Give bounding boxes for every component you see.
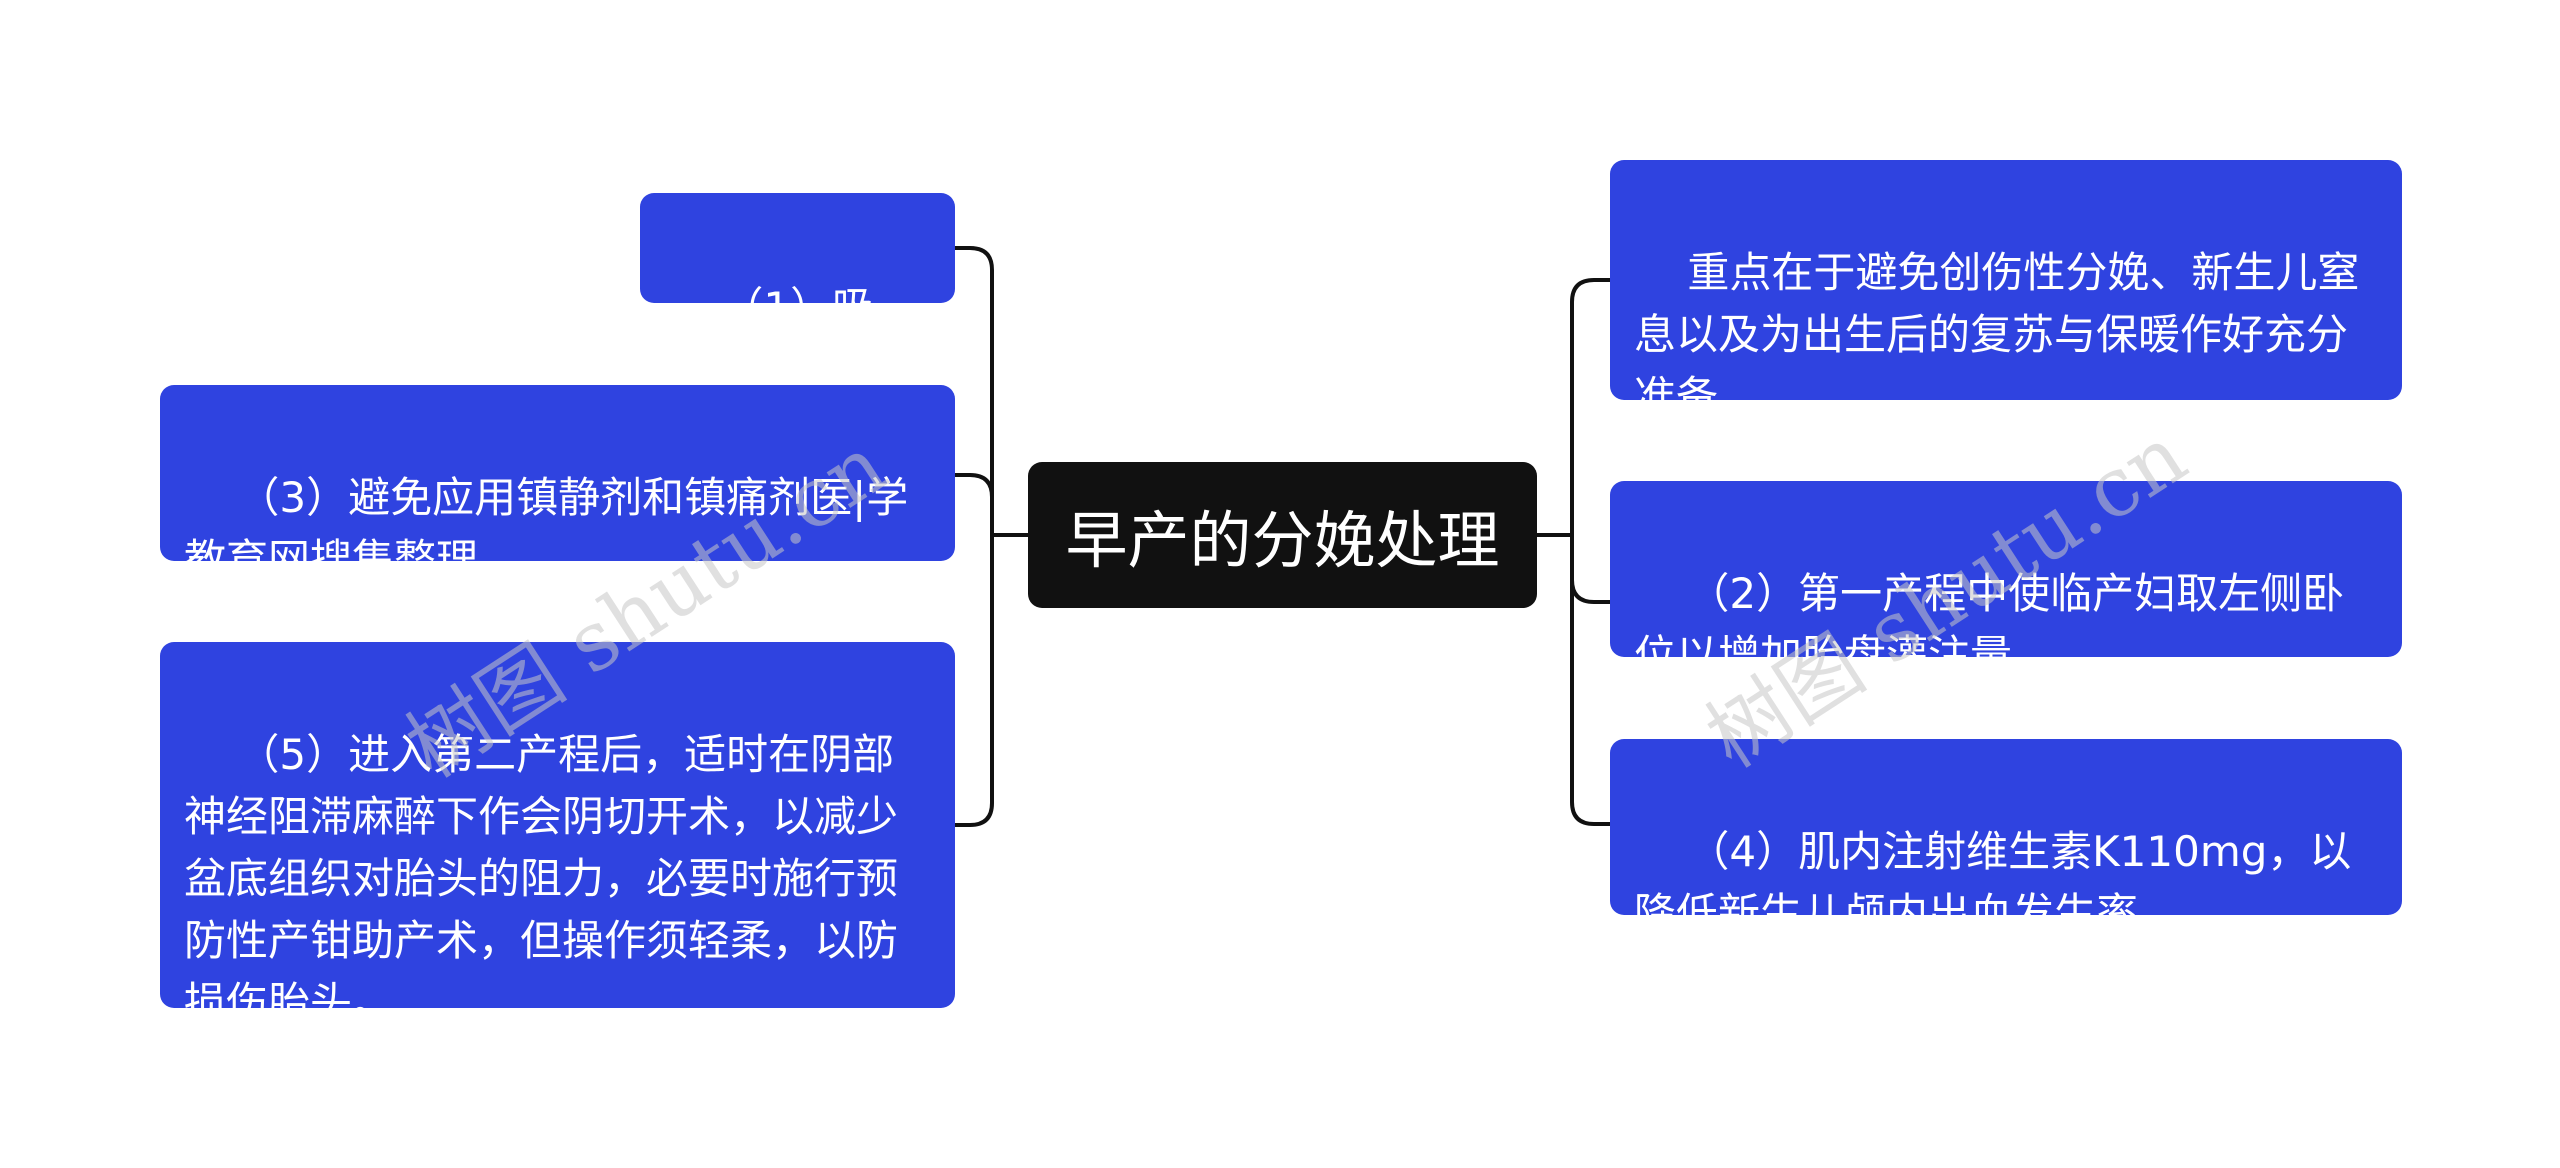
right-node-1-label: 重点在于避免创伤性分娩、新生儿窒息以及为出生后的复苏与保暖作好充分准备。 (1634, 248, 2360, 421)
connector-left-5 (953, 533, 994, 827)
left-node-1[interactable]: （1）吸氧。 (640, 193, 955, 394)
connector-right-4 (1570, 533, 1612, 826)
left-node-3[interactable]: （3）避免应用镇静剂和镇痛剂医|学教育网搜集整理。 (160, 385, 955, 584)
connector-right-1 (1570, 278, 1612, 537)
right-node-1[interactable]: 重点在于避免创伤性分娩、新生儿窒息以及为出生后的复苏与保暖作好充分准备。 (1610, 160, 2402, 421)
left-node-5-label: （5）进入第二产程后，适时在阴部神经阻滞麻醉下作会阴切开术，以减少盆底组织对胎头… (184, 730, 899, 1027)
left-node-3-label: （3）避免应用镇静剂和镇痛剂医|学教育网搜集整理。 (184, 473, 909, 584)
root-node[interactable]: 早产的分娩处理 (1028, 462, 1537, 608)
right-node-4[interactable]: （4）肌内注射维生素K110mg，以降低新生儿颅内出血发生率。 (1610, 739, 2402, 938)
right-node-2[interactable]: （2）第一产程中使临产妇取左侧卧位以增加胎盘灌注量。 (1610, 481, 2402, 680)
connector-left-1 (953, 246, 994, 537)
right-node-2-label: （2）第一产程中使临产妇取左侧卧位以增加胎盘灌注量。 (1634, 569, 2345, 680)
connector-left-3 (953, 473, 994, 537)
left-node-5[interactable]: （5）进入第二产程后，适时在阴部神经阻滞麻醉下作会阴切开术，以减少盆底组织对胎头… (160, 642, 955, 1027)
connector-right-2 (1570, 533, 1612, 604)
root-node-label: 早产的分娩处理 (1065, 504, 1500, 577)
right-node-4-label: （4）肌内注射维生素K110mg，以降低新生儿颅内出血发生率。 (1634, 827, 2352, 938)
